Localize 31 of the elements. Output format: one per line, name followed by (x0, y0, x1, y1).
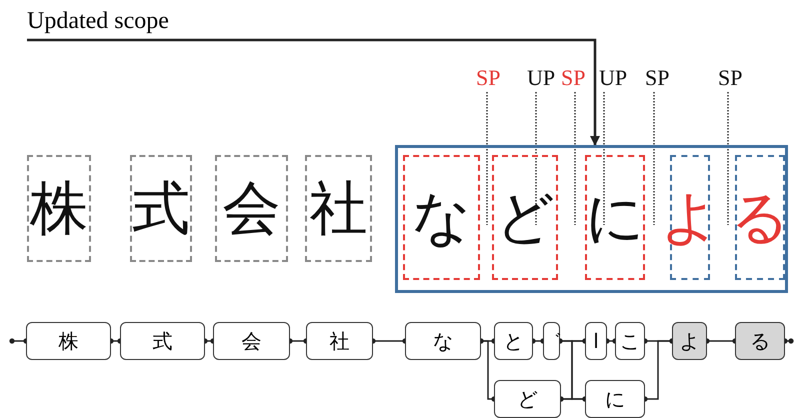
character-segment: 株 (27, 155, 91, 262)
candidate-box: る (735, 322, 785, 360)
character-segment: よ (670, 155, 710, 280)
character-segment: 会 (215, 155, 288, 262)
arrow (27, 38, 600, 146)
character-segment: に (585, 155, 645, 280)
character-segment: 式 (130, 155, 192, 262)
candidate-box: ど (494, 380, 561, 418)
character-segment: る (735, 155, 785, 280)
candidate-box: に (585, 380, 645, 418)
candidate-box: 会 (213, 322, 290, 360)
candidate-box: 式 (120, 322, 205, 360)
candidate-box: ゛ (543, 322, 560, 360)
scope-label: Updated scope (27, 6, 207, 36)
scope-frame (395, 145, 788, 293)
candidate-box: な (405, 322, 481, 360)
candidate-box: と (494, 322, 533, 360)
candidate-box: 社 (306, 322, 373, 360)
segmentation-point-label: SP (645, 66, 670, 90)
character-segment: ど (492, 155, 558, 280)
candidate-box: よ (672, 322, 707, 360)
segmentation-point-label: SP (561, 66, 586, 90)
segmentation-point-label: UP (527, 66, 556, 90)
character-segment: 社 (305, 155, 372, 262)
character-segment: な (403, 155, 480, 280)
segmentation-point-label: SP (476, 66, 500, 90)
candidate-box: 株 (26, 322, 111, 360)
candidate-box: l (585, 322, 607, 360)
candidate-box: こ (615, 322, 645, 360)
segmentation-point-label: SP (718, 66, 742, 90)
segmentation-point-label: UP (599, 66, 628, 90)
